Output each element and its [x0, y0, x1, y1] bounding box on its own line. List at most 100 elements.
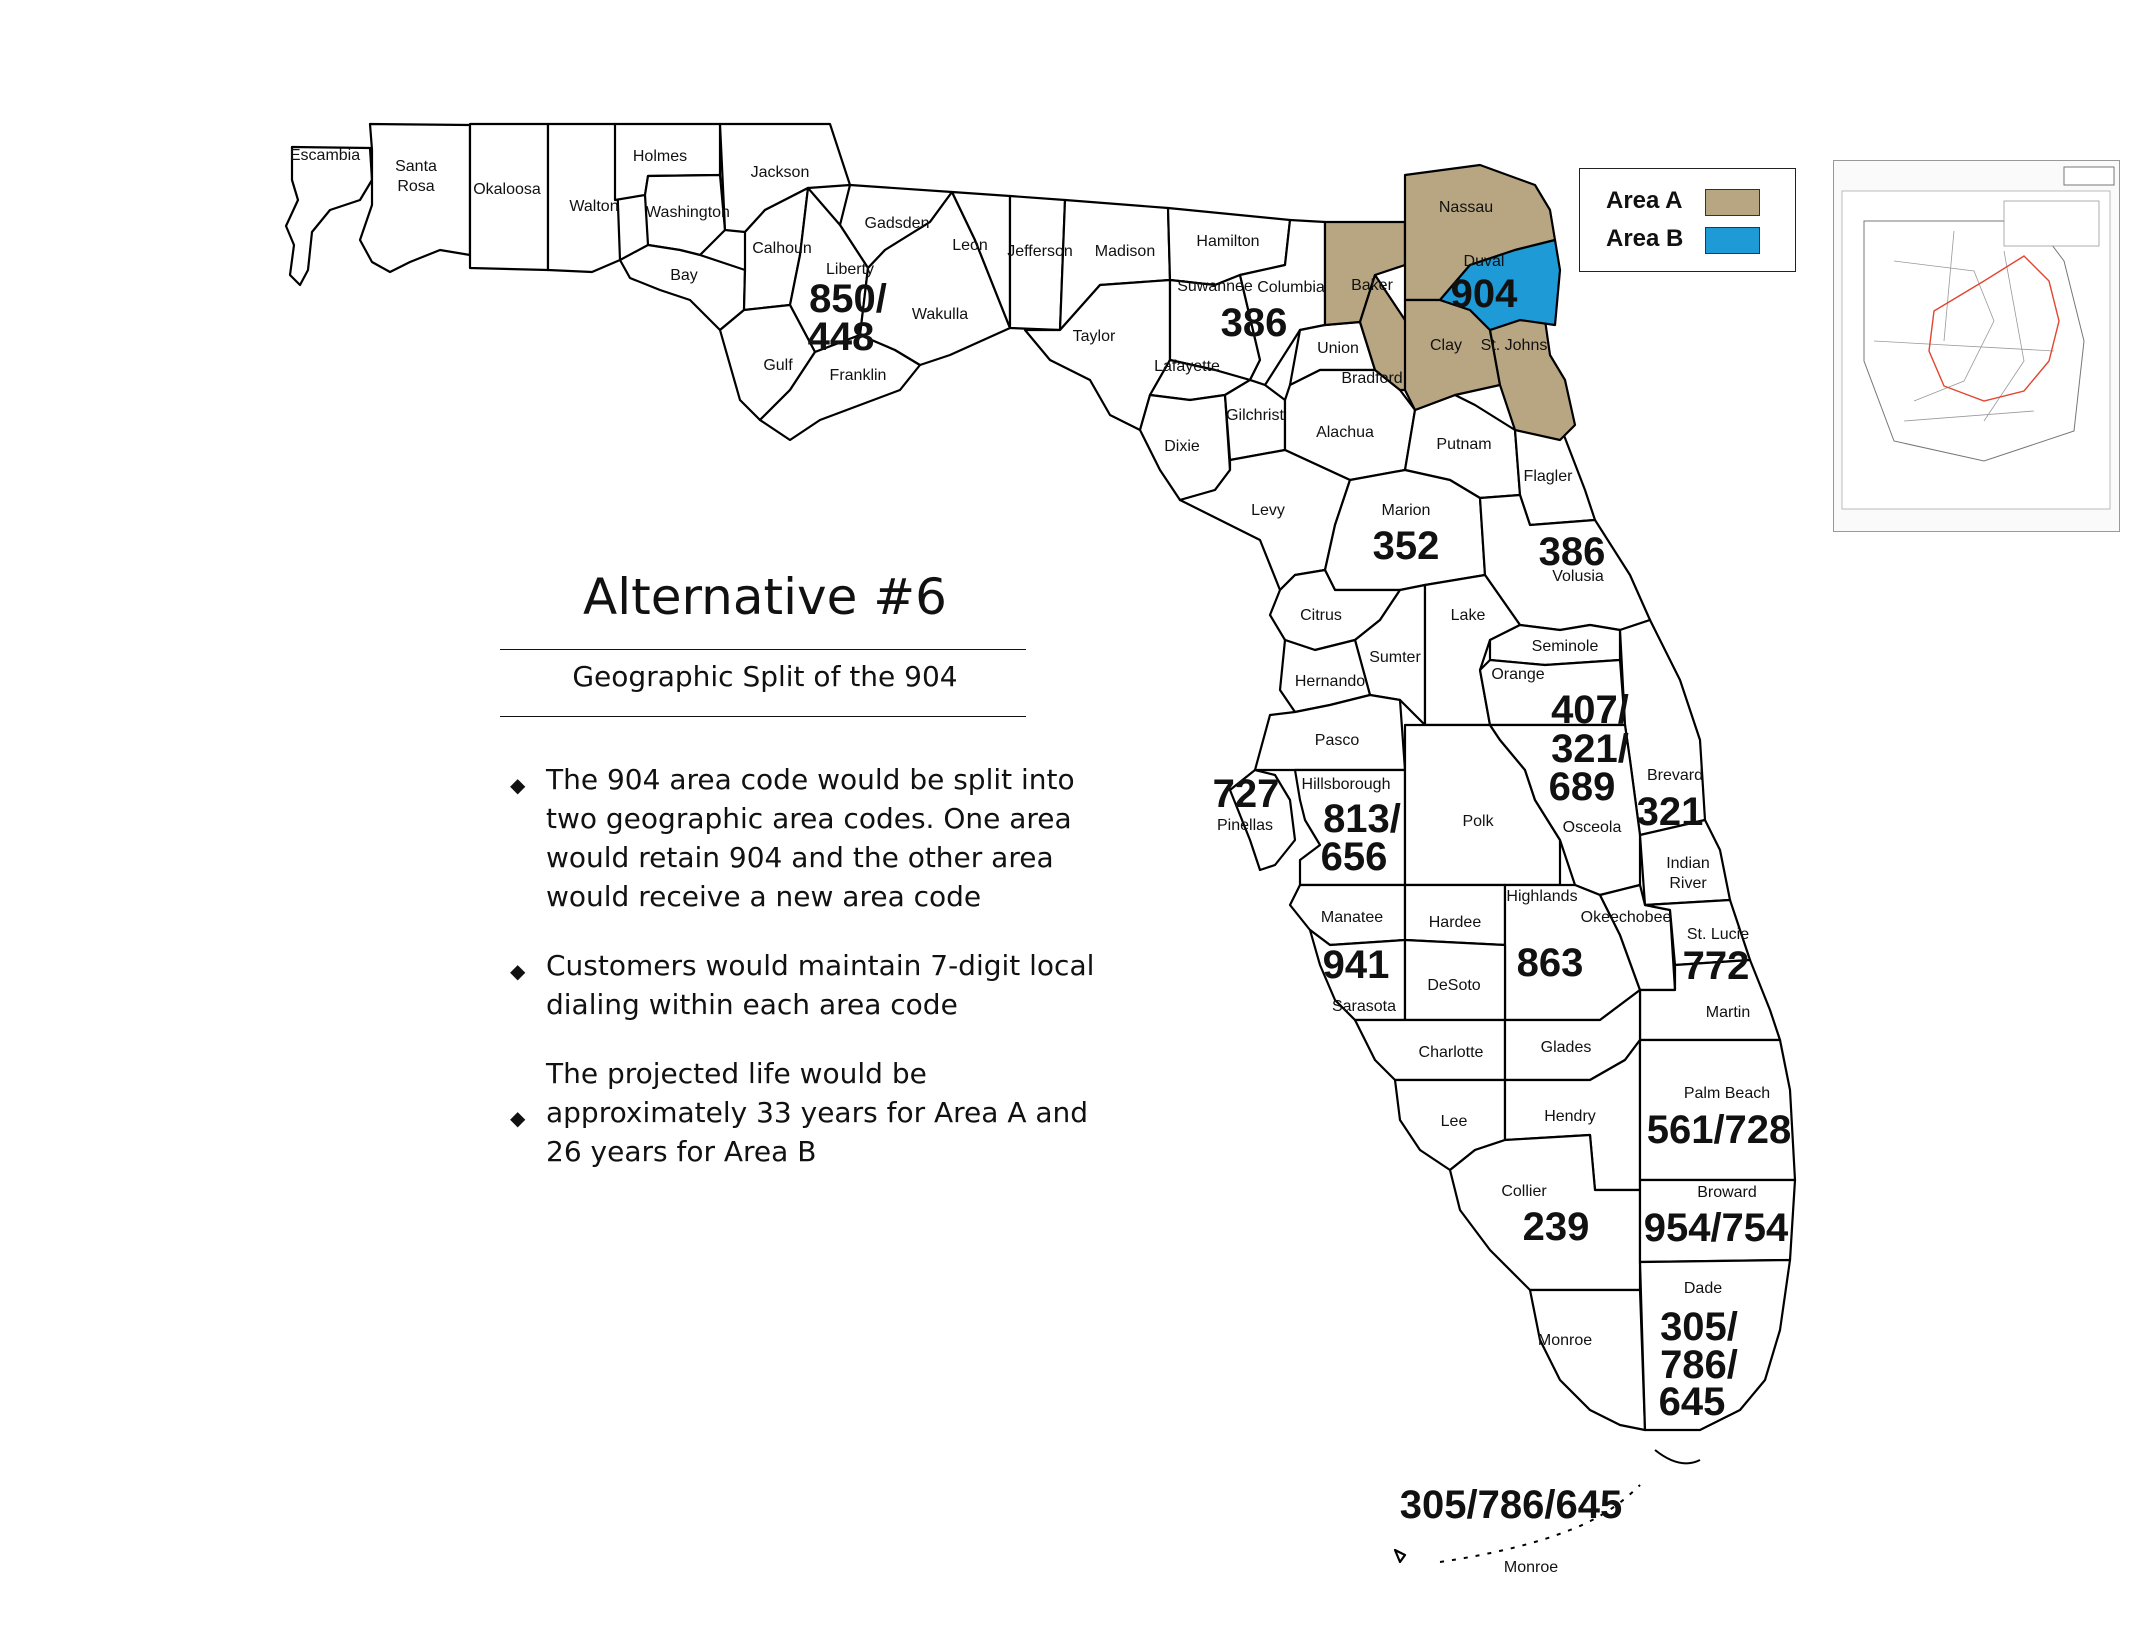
label-gulf: Gulf: [763, 357, 793, 374]
diamond-bullet-icon: ◆: [510, 1106, 526, 1130]
label-wakulla: Wakulla: [912, 306, 968, 323]
bullet-text-3: The projected life would be approximatel…: [546, 1057, 1089, 1168]
label-suwannee: Suwannee: [1177, 278, 1253, 295]
label-walton: Walton: [569, 198, 618, 215]
title-rule-top: [500, 649, 1026, 650]
label-broward: Broward: [1697, 1184, 1757, 1201]
label-seminole: Seminole: [1532, 638, 1599, 655]
areacode-772: 772: [1683, 944, 1750, 988]
label-martin: Martin: [1706, 1004, 1750, 1021]
label-polk: Polk: [1462, 813, 1494, 830]
label-pasco: Pasco: [1315, 732, 1360, 749]
florida-keys-chain: [1439, 1484, 1641, 1563]
label-hillsborough: Hillsborough: [1302, 776, 1391, 793]
label-levy: Levy: [1251, 502, 1285, 519]
label-dade: Dade: [1684, 1280, 1722, 1297]
label-clay: Clay: [1430, 337, 1462, 354]
areacode-941: 941: [1323, 943, 1390, 987]
county-dade: [1638, 1258, 1792, 1432]
label-taylor: Taylor: [1073, 328, 1116, 345]
county-pasco: [1253, 693, 1407, 772]
bullet-item-2: ◆ Customers would maintain 7-digit local…: [510, 946, 1110, 1024]
label-osceola: Osceola: [1563, 819, 1622, 836]
label-collier: Collier: [1501, 1183, 1547, 1200]
map-legend: Area A Area B: [1579, 168, 1796, 272]
label-st-lucie: St. Lucie: [1687, 926, 1749, 943]
label-bay: Bay: [670, 267, 698, 284]
label-liberty: Liberty: [826, 261, 874, 278]
label-okaloosa: Okaloosa: [473, 181, 541, 198]
areacode-305-line2: 786/: [1660, 1343, 1738, 1387]
label-baker: Baker: [1351, 277, 1393, 294]
label-lafayette: Lafayette: [1154, 358, 1220, 375]
label-monroe-keys: Monroe: [1504, 1559, 1558, 1576]
label-gadsden: Gadsden: [865, 215, 930, 232]
label-santa-rosa-2: Rosa: [397, 178, 434, 195]
county-walton: [546, 122, 622, 274]
label-bradford: Bradford: [1341, 370, 1402, 387]
label-indian-river-1: Indian: [1666, 855, 1710, 872]
label-citrus: Citrus: [1300, 607, 1342, 624]
thumbnail-map-image: [1841, 166, 2115, 510]
label-gilchrist: Gilchrist: [1226, 407, 1284, 424]
areacode-407-line1: 407/: [1551, 688, 1629, 732]
bullet-text-2: Customers would maintain 7-digit local d…: [546, 949, 1095, 1021]
title-rule-bottom: [500, 716, 1026, 717]
county-monroe-mainland: [1528, 1288, 1647, 1432]
bullet-text-1: The 904 area code would be split into tw…: [546, 763, 1075, 913]
bullet-list: ◆ The 904 area code would be split into …: [510, 760, 1110, 1171]
areacode-305-line1: 305/: [1660, 1305, 1738, 1349]
label-escambia: Escambia: [290, 147, 360, 164]
label-lake: Lake: [1451, 607, 1486, 624]
bullet-item-3: ◆ The projected life would be approximat…: [510, 1054, 1110, 1171]
label-palm-beach: Palm Beach: [1684, 1085, 1770, 1102]
areacode-386-north: 386: [1221, 301, 1288, 345]
areacode-850-line1: 850/: [809, 277, 887, 321]
label-holmes: Holmes: [633, 148, 687, 165]
label-jefferson: Jefferson: [1007, 243, 1073, 260]
areacode-305-keys: 305/786/645: [1400, 1483, 1622, 1527]
areacode-407-line3: 689: [1549, 765, 1616, 809]
areacode-321: 321: [1637, 790, 1704, 834]
label-leon: Leon: [952, 237, 988, 254]
label-charlotte: Charlotte: [1419, 1044, 1484, 1061]
label-dixie: Dixie: [1164, 438, 1200, 455]
label-hardee: Hardee: [1429, 914, 1482, 931]
label-manatee: Manatee: [1321, 909, 1383, 926]
county-escambia: [284, 145, 374, 287]
county-indian-river: [1638, 818, 1732, 907]
county-bay: [618, 243, 747, 332]
label-monroe: Monroe: [1538, 1332, 1592, 1349]
bullet-item-1: ◆ The 904 area code would be split into …: [510, 760, 1110, 916]
county-duval: [1438, 238, 1562, 332]
label-jackson: Jackson: [751, 164, 810, 181]
areacode-352: 352: [1373, 524, 1440, 568]
label-nassau: Nassau: [1439, 199, 1493, 216]
label-glades: Glades: [1541, 1039, 1592, 1056]
page-title: Alternative #6: [583, 568, 947, 626]
label-hernando: Hernando: [1295, 673, 1365, 690]
legend-swatch-area-a: [1705, 189, 1760, 216]
areacode-904: 904: [1451, 272, 1518, 316]
label-highlands: Highlands: [1506, 888, 1577, 905]
county-santa-rosa: [358, 122, 472, 274]
label-franklin: Franklin: [830, 367, 887, 384]
label-columbia: Columbia: [1257, 279, 1325, 296]
label-okeechobee: Okeechobee: [1581, 909, 1672, 926]
county-columbia: [1238, 218, 1327, 387]
label-hendry: Hendry: [1544, 1108, 1596, 1125]
label-volusia: Volusia: [1552, 568, 1604, 585]
county-palm-beach: [1638, 1038, 1797, 1182]
legend-label-area-b: Area B: [1606, 225, 1684, 252]
areacode-850-line2: 448: [808, 315, 875, 359]
areacode-954: 954/754: [1644, 1206, 1789, 1250]
areacode-407-line2: 321/: [1551, 727, 1629, 771]
legend-swatch-area-b: [1705, 227, 1760, 254]
label-calhoun: Calhoun: [752, 240, 812, 257]
county-okeechobee: [1598, 883, 1677, 992]
county-monroe-keys: [1393, 1548, 1407, 1564]
label-sarasota: Sarasota: [1332, 998, 1396, 1015]
areacode-813-line1: 813/: [1323, 797, 1401, 841]
label-washington: Washington: [646, 204, 730, 221]
